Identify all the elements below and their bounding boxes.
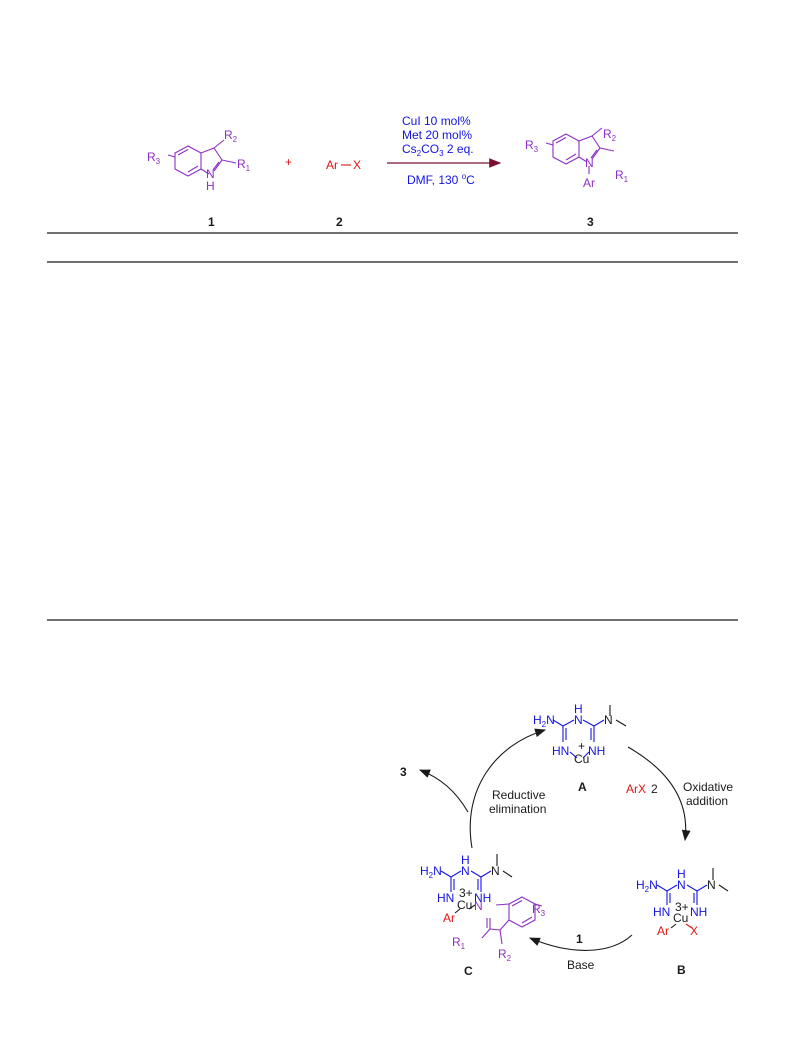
c-hn-left: HN bbox=[437, 891, 454, 905]
a-hn-left: HN bbox=[552, 744, 569, 758]
conditions-line-2: Met 20 mol% bbox=[402, 128, 472, 142]
conditions-line-4: DMF, 130 oC bbox=[407, 172, 475, 187]
c-n-right: N bbox=[491, 864, 500, 878]
product-r1-label: R1 bbox=[615, 168, 629, 184]
complex-b-label: B bbox=[677, 963, 686, 977]
oxidative-label-2: addition bbox=[686, 794, 728, 808]
a-charge: + bbox=[578, 739, 585, 753]
reactant-indole bbox=[167, 139, 237, 177]
indole-r1-label: R1 bbox=[237, 157, 251, 173]
arrow-reductive-elimination bbox=[469, 728, 547, 849]
a-cu: Cu bbox=[574, 752, 589, 766]
c-r3: R3 bbox=[532, 902, 546, 918]
arx-label: ArX bbox=[626, 782, 646, 796]
b-charge: 3+ bbox=[675, 900, 689, 914]
c-cu: Cu bbox=[457, 898, 472, 912]
b-ar: Ar bbox=[657, 924, 669, 938]
a-nh-top1-n: N bbox=[574, 713, 583, 727]
c-h2n: H2N bbox=[420, 864, 442, 880]
indole-r2-label: R2 bbox=[224, 128, 238, 144]
reaction-scheme: R3 R2 R1 N H 1 + Ar X 2 CuI 10 mol% Met … bbox=[147, 114, 629, 229]
a-nh-top2-n: N bbox=[604, 713, 613, 727]
complex-a: H2N H N N HN NH + Cu A bbox=[533, 702, 627, 794]
a-nh-top1-h: H bbox=[574, 702, 583, 716]
reactant-ar-label: Ar bbox=[326, 158, 338, 172]
complex-c: H2N N H N HN NH 3+ Cu Ar N R1 R2 R3 C bbox=[420, 853, 546, 978]
reactant-1-number: 1 bbox=[208, 215, 215, 229]
product-exit-number: 3 bbox=[400, 765, 407, 779]
catalytic-cycle: H2N H N N HN NH + Cu A ArX 2 Oxidative a… bbox=[400, 702, 733, 978]
product-indole bbox=[545, 127, 615, 174]
arrow-product-exit bbox=[418, 769, 469, 813]
a-nh-right: NH bbox=[588, 744, 605, 758]
a-h2n: H2N bbox=[533, 713, 555, 729]
reductive-label-1: Reductive bbox=[492, 788, 546, 802]
c-nh-right: NH bbox=[474, 891, 491, 905]
complex-c-label: C bbox=[464, 964, 473, 978]
indole-r3-label: R3 bbox=[147, 150, 161, 166]
conditions-line-3: Cs2CO3 2 eq. bbox=[402, 142, 474, 158]
c-n-top2-h: H bbox=[461, 853, 470, 867]
oxidative-label-1: Oxidative bbox=[683, 780, 733, 794]
base-step-number: 1 bbox=[576, 932, 583, 946]
indole-n-label: N bbox=[206, 167, 215, 181]
product-ar-label: Ar bbox=[583, 176, 595, 190]
base-step-label: Base bbox=[567, 958, 595, 972]
b-hn-left: HN bbox=[653, 905, 670, 919]
b-n-right: N bbox=[707, 878, 716, 892]
complex-b: H2N N H N HN NH 3+ Cu Ar X B bbox=[636, 867, 729, 977]
product-n-label: N bbox=[585, 156, 594, 170]
plus-sign: + bbox=[285, 155, 292, 169]
arrow-oxidative-addition bbox=[627, 746, 691, 842]
conditions-line-1: CuI 10 mol% bbox=[402, 114, 471, 128]
b-h2n: H2N bbox=[636, 878, 658, 894]
c-ar: Ar bbox=[443, 911, 455, 925]
reactant-2-number: 2 bbox=[336, 215, 343, 229]
product-3-number: 3 bbox=[587, 215, 594, 229]
reductive-label-2: elimination bbox=[489, 802, 546, 816]
c-n-top1: N bbox=[461, 864, 470, 878]
arx-number: 2 bbox=[651, 782, 658, 796]
c-n-indole: N bbox=[474, 899, 483, 913]
b-n-top2-h: H bbox=[677, 867, 686, 881]
b-n-top1: N bbox=[677, 878, 686, 892]
c-r2: R2 bbox=[498, 947, 512, 963]
b-x: X bbox=[690, 924, 698, 938]
product-r2-label: R2 bbox=[603, 127, 617, 143]
arrow-base-step bbox=[528, 934, 633, 951]
c-charge: 3+ bbox=[459, 886, 473, 900]
reactant-x-label: X bbox=[353, 158, 361, 172]
b-nh-right: NH bbox=[690, 905, 707, 919]
b-cu: Cu bbox=[673, 911, 688, 925]
product-r3-label: R3 bbox=[525, 138, 539, 154]
c-r1: R1 bbox=[452, 935, 466, 951]
indole-h-label: H bbox=[206, 179, 215, 193]
complex-a-label: A bbox=[578, 780, 587, 794]
